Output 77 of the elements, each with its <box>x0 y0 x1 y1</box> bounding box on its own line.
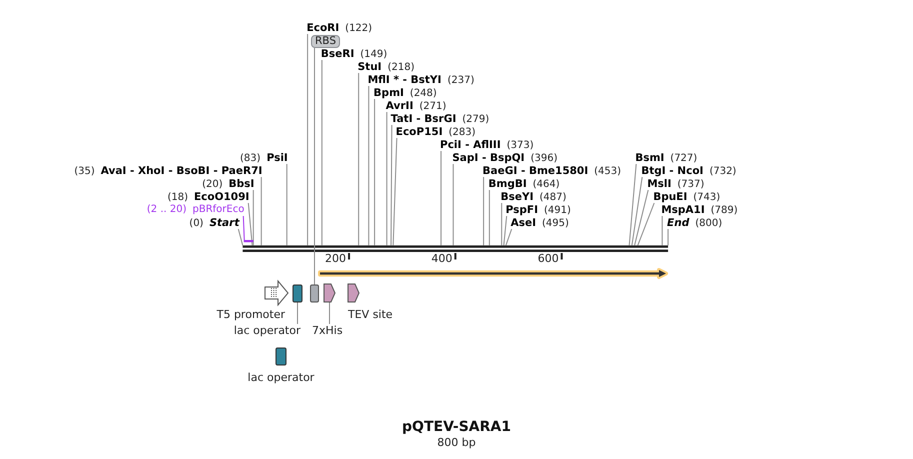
leader-line <box>505 228 512 246</box>
leader-line <box>668 228 669 246</box>
enzyme-site-label: BtgI - NcoI (732) <box>641 165 736 177</box>
enzyme-site-label: PciI - AflIII (373) <box>440 139 534 151</box>
feature-label: TEV site <box>348 308 393 321</box>
orf-arrow <box>318 268 668 279</box>
map-title: pQTEV-SARA1 <box>402 419 511 435</box>
leader-line <box>260 176 262 246</box>
leader-line <box>314 48 315 286</box>
tag-feature <box>324 284 336 302</box>
enzyme-site-label: MflI * - BstYI (237) <box>368 74 474 86</box>
leader-line <box>252 190 254 246</box>
enzyme-site-label: (18) EcoO109I <box>167 191 250 203</box>
operator-box <box>276 348 286 366</box>
enzyme-site-label: BsmI (727) <box>635 152 698 164</box>
enzyme-site-label: AseI (495) <box>510 217 569 229</box>
enzyme-site-label: MslI (737) <box>647 178 704 190</box>
leader-line <box>440 150 442 246</box>
leader-line <box>662 216 663 246</box>
enzyme-site-label: PspFI (491) <box>506 204 571 216</box>
enzyme-site-label: (20) BbsI <box>202 178 254 190</box>
leader-line <box>242 216 245 240</box>
leader-line <box>452 164 454 246</box>
enzyme-site-label: AvrII (271) <box>386 100 446 112</box>
primer-label: (2 .. 20) pBRforEco <box>146 204 244 216</box>
leader-line <box>321 60 322 246</box>
leader-line <box>637 202 655 246</box>
enzyme-site-label: BseRI (149) <box>320 48 388 60</box>
sequence-backbone <box>242 245 668 252</box>
sequence-start-label: (0) Start <box>189 217 240 229</box>
feature-label: lac operator <box>248 371 314 384</box>
leader-line <box>297 302 298 324</box>
enzyme-site-label: SapI - BspQI (396) <box>452 152 558 164</box>
enzyme-site-label: BseYI (487) <box>500 191 566 203</box>
leader-line <box>488 190 490 246</box>
leader-line <box>392 138 398 246</box>
rbs-box <box>310 284 319 302</box>
promoter-feature <box>264 280 289 306</box>
leader-line <box>307 34 308 246</box>
leader-line <box>248 202 253 246</box>
enzyme-site-label: BmgBI (464) <box>488 178 560 190</box>
feature-label: T5 promoter <box>216 308 285 321</box>
enzyme-site-label: MspA1I (789) <box>661 204 738 216</box>
leader-line <box>358 72 360 246</box>
cleavage-site-feature <box>348 284 360 302</box>
leader-line <box>634 190 649 246</box>
leader-line <box>386 112 388 246</box>
ruler-label: 400 <box>431 252 452 265</box>
leader-line <box>368 86 370 246</box>
leader-line <box>631 176 643 246</box>
enzyme-site-label: TatI - BsrGI (279) <box>390 113 490 125</box>
leader-line <box>374 98 376 246</box>
enzyme-site-label: (83) PsiI <box>240 152 288 164</box>
leader-line <box>390 124 392 246</box>
enzyme-site-label: BpuEI (743) <box>653 191 720 203</box>
enzyme-site-label: BaeGI - Bme1580I (453) <box>482 165 622 177</box>
enzyme-site-label: (35) AvaI - XhoI - BsoBI - PaeR7I <box>74 165 262 177</box>
feature-label: 7xHis <box>312 324 343 337</box>
enzyme-site-label: StuI (218) <box>358 61 414 73</box>
leader-line <box>628 164 637 246</box>
feature-label: lac operator <box>234 324 300 337</box>
sequence-end-label: End (800) <box>667 217 722 229</box>
leader-line <box>238 228 244 246</box>
sequence-length: 800 bp <box>437 436 476 449</box>
primer-bar <box>244 240 254 242</box>
enzyme-site-label: EcoP15I (283) <box>396 126 476 138</box>
leader-line <box>483 176 484 246</box>
operator-box <box>292 284 302 302</box>
leader-line <box>501 202 502 246</box>
leader-line <box>503 216 508 246</box>
feature-tag: RBS <box>311 35 340 48</box>
ruler-label: 200 <box>325 252 346 265</box>
ruler-label: 600 <box>538 252 559 265</box>
enzyme-site-label: EcoRI (122) <box>306 22 372 34</box>
leader-line <box>329 302 330 324</box>
enzyme-site-label: BpmI (248) <box>374 87 437 99</box>
leader-line <box>286 164 288 246</box>
